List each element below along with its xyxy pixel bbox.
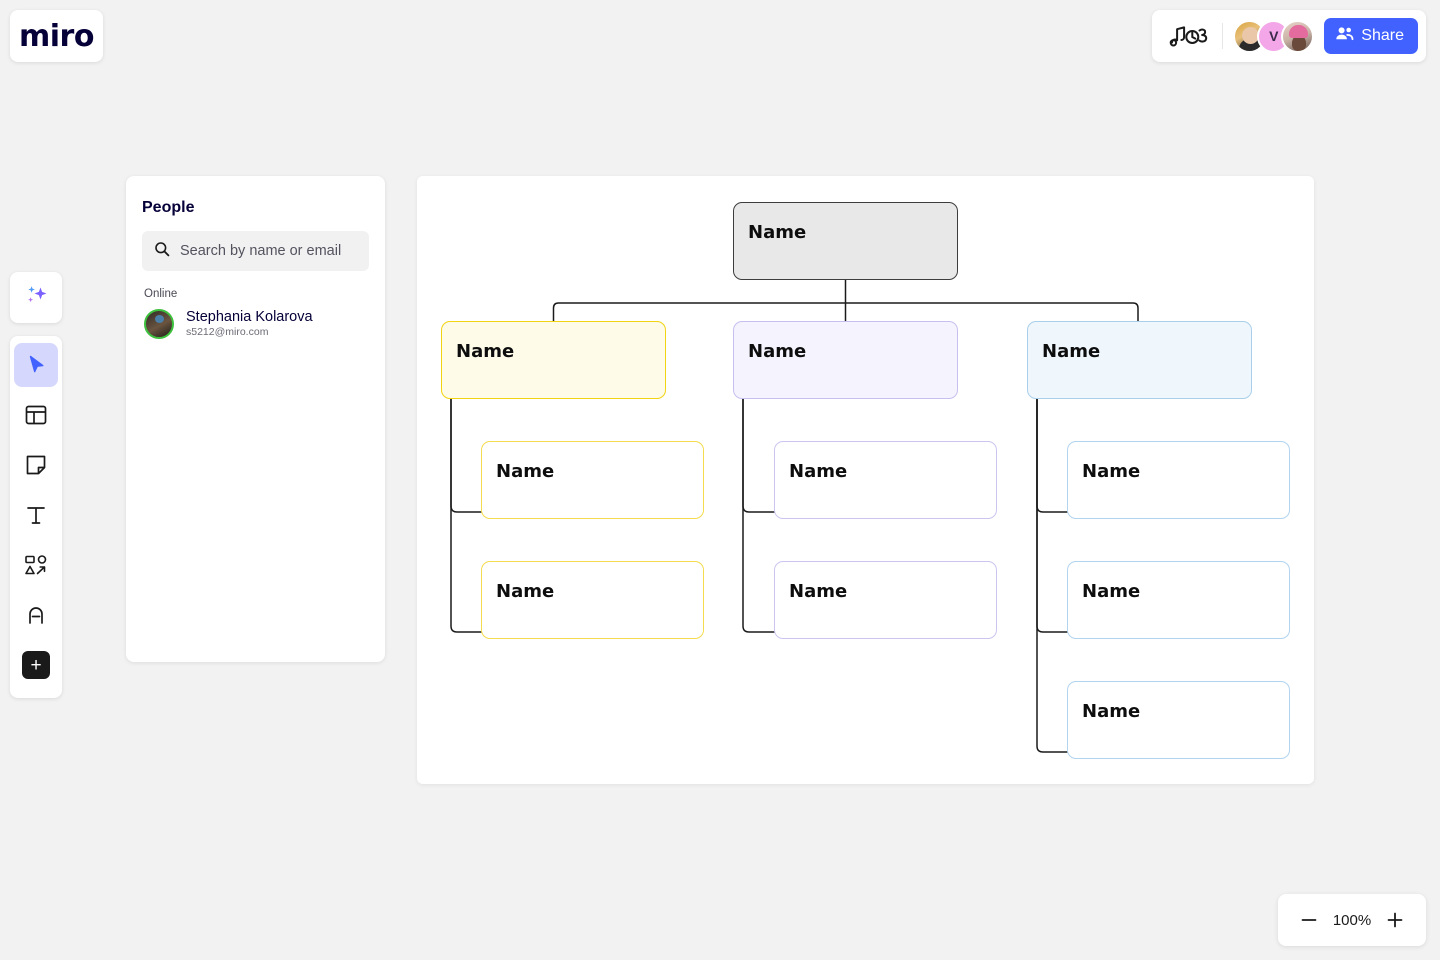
org-node-label: Name [1082,460,1141,482]
miro-logo-text: miro [19,18,94,54]
org-node-branch-1[interactable]: Name [441,321,666,399]
plus-icon: + [22,651,50,679]
top-right-toolbar: V Share [1152,10,1426,62]
zoom-control: 100% [1278,894,1426,946]
list-item[interactable]: Stephania Kolarova s5212@miro.com [142,306,369,340]
org-node-leaf[interactable]: Name [1067,441,1290,519]
tool-pen[interactable] [14,593,58,637]
org-node-leaf[interactable]: Name [1067,681,1290,759]
org-node-label: Name [789,580,848,602]
share-button-label: Share [1361,27,1404,44]
zoom-out-button[interactable] [1296,907,1322,933]
org-node-leaf[interactable]: Name [774,441,997,519]
org-node-leaf[interactable]: Name [1067,561,1290,639]
org-node-branch-2[interactable]: Name [733,321,958,399]
people-search-box[interactable] [142,231,369,271]
org-node-leaf[interactable]: Name [481,561,704,639]
people-panel-title: People [142,199,195,216]
zoom-in-button[interactable] [1382,907,1408,933]
org-chart-connectors [450,279,1139,753]
collaborator-avatars[interactable]: V [1233,19,1315,53]
tool-text[interactable] [14,493,58,537]
avatar [144,308,174,339]
zoom-level-label[interactable]: 100% [1332,911,1372,929]
left-toolbar: + [10,336,62,698]
org-node-label: Name [1082,700,1141,722]
music-notes-icon[interactable] [1166,21,1212,51]
org-node-label: Name [456,340,515,362]
people-icon [1335,25,1354,47]
board-canvas-frame[interactable]: Name Name Name Name Name Name Name Name … [417,176,1314,784]
avatar-initial: V [1269,28,1279,44]
org-node-root[interactable]: Name [733,202,958,280]
org-node-branch-3[interactable]: Name [1027,321,1252,399]
miro-logo-card[interactable]: miro [10,10,103,62]
org-node-label: Name [748,221,807,243]
tool-templates[interactable] [14,393,58,437]
org-node-leaf[interactable]: Name [481,441,704,519]
person-email: s5212@miro.com [186,326,269,339]
org-chart: Name Name Name Name Name Name Name Name … [417,176,1314,784]
search-icon [154,241,170,262]
person-name: Stephania Kolarova [186,309,313,325]
avatar[interactable] [1281,19,1315,53]
org-node-label: Name [1042,340,1101,362]
people-panel: People Online Stephania Kolarova s5212@m… [126,176,385,662]
org-node-label: Name [1082,580,1141,602]
toolbar-divider [1222,23,1224,49]
search-input[interactable] [180,243,357,259]
tool-more-apps[interactable]: + [14,643,58,687]
ai-sparkle-icon [21,280,51,315]
online-section-label: Online [144,288,178,300]
tool-select[interactable] [14,343,58,387]
org-node-leaf[interactable]: Name [774,561,997,639]
org-node-label: Name [789,460,848,482]
ai-tool-button[interactable] [10,272,62,323]
org-node-label: Name [496,460,555,482]
tool-shapes-connector[interactable] [14,543,58,587]
org-node-label: Name [748,340,807,362]
tool-sticky-note[interactable] [14,443,58,487]
share-button[interactable]: Share [1324,18,1418,54]
org-node-label: Name [496,580,555,602]
